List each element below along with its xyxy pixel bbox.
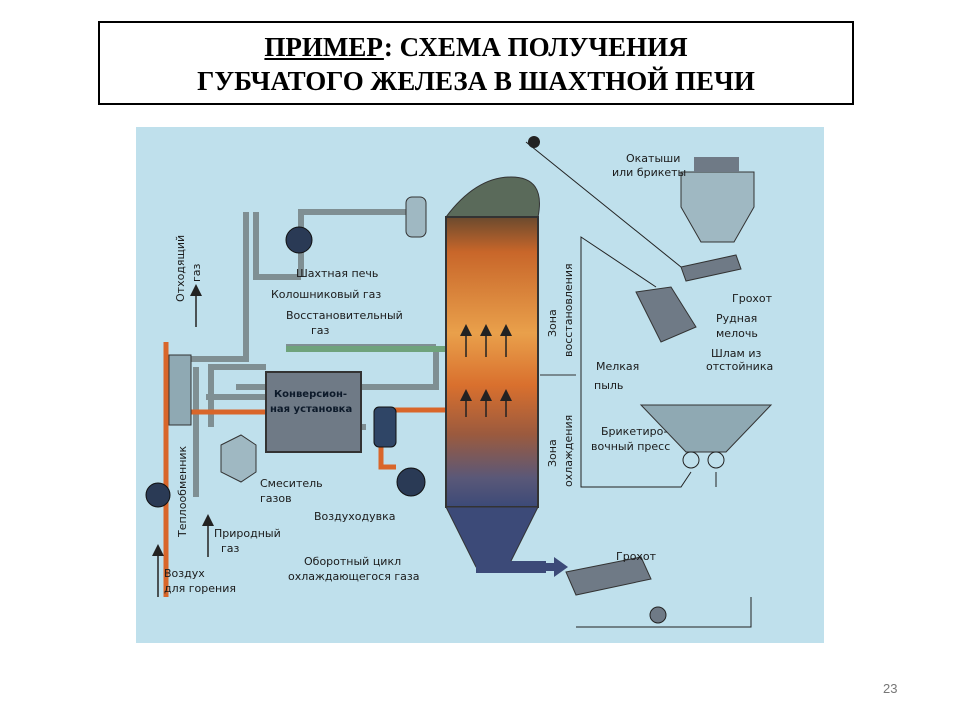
pellet-hopper bbox=[680, 171, 755, 243]
label-natural-gas-1: Природный bbox=[214, 527, 281, 540]
label-reducing-gas-1: Восстановительный bbox=[286, 309, 403, 322]
press-roller-right bbox=[707, 451, 725, 469]
label-reduction-zone-2: восстановления bbox=[562, 263, 575, 357]
label-press-2: вочный пресс bbox=[591, 440, 670, 453]
label-air-1: Воздух bbox=[164, 567, 205, 580]
title-label: ПРИМЕР bbox=[264, 32, 384, 62]
title-line-1: ПРИМЕР: СХЕМА ПОЛУЧЕНИЯ bbox=[100, 30, 852, 64]
gas-mixer bbox=[220, 434, 257, 483]
label-conversion-2: ная установка bbox=[270, 404, 352, 415]
label-cycle-1: Оборотный цикл bbox=[304, 555, 401, 568]
label-cooling-zone-1: Зона bbox=[546, 439, 559, 467]
label-air-2: для горения bbox=[164, 582, 236, 595]
label-sludge-2: отстойника bbox=[706, 360, 773, 373]
screen-bottom bbox=[565, 556, 652, 596]
label-screen-bottom: Грохот bbox=[616, 550, 657, 563]
conversion-unit bbox=[265, 371, 362, 453]
blower-fan bbox=[396, 467, 426, 497]
label-heat-exchanger: Теплообменник bbox=[176, 445, 189, 538]
heat-exchanger-unit bbox=[168, 354, 192, 426]
transfer-chute bbox=[635, 286, 697, 343]
label-ore-fines-2: мелочь bbox=[716, 327, 758, 340]
label-fine-dust-2: пыль bbox=[594, 379, 623, 392]
screen-top bbox=[680, 254, 742, 282]
top-gas-fan bbox=[285, 226, 313, 254]
flow-lines bbox=[525, 141, 752, 628]
label-sludge-1: Шлам из bbox=[711, 347, 761, 360]
hopper-top bbox=[694, 157, 739, 172]
press-roller-left bbox=[682, 451, 700, 469]
label-top-gas: Колошниковый газ bbox=[271, 288, 381, 301]
label-fine-dust-1: Мелкая bbox=[596, 360, 639, 373]
shaft-furnace bbox=[444, 176, 546, 573]
label-mixer-2: газов bbox=[260, 492, 292, 505]
title-line-2: ГУБЧАТОГО ЖЕЛЕЗА В ШАХТНОЙ ПЕЧИ bbox=[197, 66, 755, 96]
blower-tank bbox=[373, 406, 397, 448]
label-press-1: Брикетиро- bbox=[601, 425, 667, 438]
label-shaft-furnace: Шахтная печь bbox=[296, 267, 378, 280]
conveyor-pulley bbox=[528, 136, 540, 148]
page-number: 23 bbox=[883, 681, 898, 696]
screen-bottom-drum bbox=[649, 606, 667, 624]
label-natural-gas-2: газ bbox=[221, 542, 240, 555]
heat-exchanger-fan bbox=[145, 482, 171, 508]
label-reduction-zone-1: Зона bbox=[546, 309, 559, 337]
label-conversion-1: Конверсион- bbox=[274, 389, 347, 400]
label-pellets-1: Окатыши bbox=[626, 152, 680, 165]
label-screen-top: Грохот bbox=[732, 292, 773, 305]
sponge-iron-diagram: Окатыши или брикеты Шахтная печь Колошни… bbox=[136, 127, 824, 643]
label-pellets-2: или брикеты bbox=[612, 166, 686, 179]
label-ore-fines-1: Рудная bbox=[716, 312, 757, 325]
label-cooling-zone-2: охлаждения bbox=[562, 415, 575, 487]
label-blower: Воздуходувка bbox=[314, 510, 395, 523]
slide-title: ПРИМЕР: СХЕМА ПОЛУЧЕНИЯ ГУБЧАТОГО ЖЕЛЕЗА… bbox=[98, 21, 854, 105]
label-mixer-1: Смеситель bbox=[260, 477, 323, 490]
briquetting-press bbox=[639, 404, 773, 453]
top-cyclone bbox=[405, 196, 427, 238]
title-line-1-text: : СХЕМА ПОЛУЧЕНИЯ bbox=[383, 32, 688, 62]
label-exhaust-gas-1: Отходящий bbox=[174, 235, 187, 302]
label-exhaust-gas-2: газ bbox=[190, 263, 203, 282]
label-reducing-gas-2: газ bbox=[311, 324, 330, 337]
label-cycle-2: охлаждающегося газа bbox=[288, 570, 419, 583]
